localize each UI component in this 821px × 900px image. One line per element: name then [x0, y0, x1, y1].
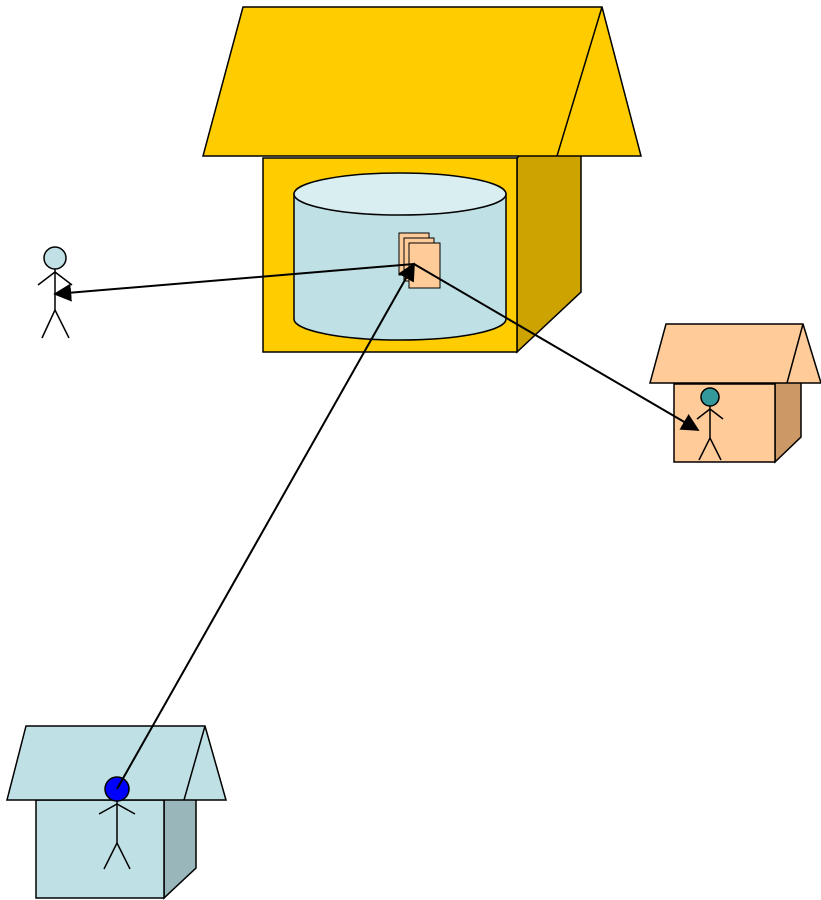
orange-house-roof — [649, 323, 821, 384]
database-top — [293, 172, 507, 216]
central-house-roof — [202, 6, 642, 157]
arrow-documents-to-orange-house-user — [413, 263, 700, 431]
blue-house — [6, 725, 227, 900]
orange-house-user-head — [700, 387, 720, 407]
blue-house-front — [35, 799, 165, 899]
central-house-roof-ridge — [556, 6, 603, 157]
central-house — [202, 6, 642, 354]
orange-house — [649, 323, 821, 464]
blue-house-roof — [6, 725, 227, 801]
orange-house-front — [673, 383, 776, 463]
person-icon — [98, 801, 136, 870]
person-icon — [37, 269, 73, 339]
blue-house-roof-ridge — [183, 725, 206, 801]
arrow-documents-to-standalone-user — [53, 263, 415, 302]
orange-house-roof-ridge — [786, 323, 804, 384]
blue-house-user — [98, 776, 136, 870]
arrow-blue-house-user-to-documents — [116, 262, 415, 790]
standalone-user-head — [43, 246, 67, 270]
connections — [53, 262, 700, 790]
